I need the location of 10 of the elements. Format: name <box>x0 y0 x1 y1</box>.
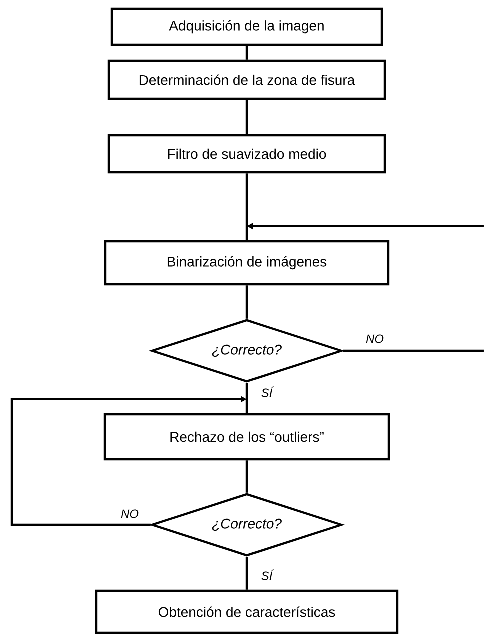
edge-label: SÍ <box>260 386 274 398</box>
edge-label: NO <box>365 334 385 344</box>
process-box: Filtro de suavizado medio <box>108 134 386 174</box>
process-box: Determinación de la zona de fisura <box>108 60 386 100</box>
edge-label: SÍ <box>260 568 274 582</box>
process-box: Adquisición de la imagen <box>110 8 384 46</box>
process-box: Rechazo de los “outliers” <box>104 413 390 461</box>
edge-label: NO <box>120 508 140 520</box>
process-box: Obtención de características <box>95 590 399 634</box>
process-box: Binarización de imágenes <box>104 240 390 286</box>
